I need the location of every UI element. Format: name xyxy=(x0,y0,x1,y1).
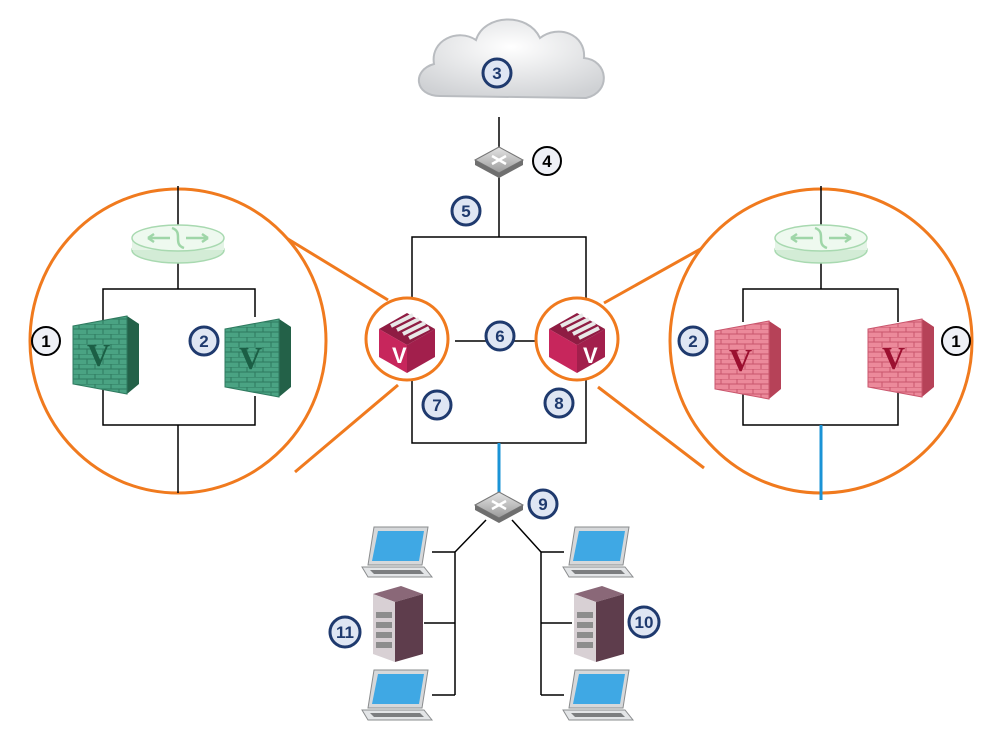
svg-text:V: V xyxy=(729,342,752,378)
router-icon xyxy=(774,224,868,264)
callout-1-right: 1 xyxy=(941,326,971,356)
callout-8: 8 xyxy=(543,387,575,419)
server-tower-icon xyxy=(574,586,624,662)
svg-text:11: 11 xyxy=(336,623,354,642)
callout-9: 9 xyxy=(527,488,559,520)
svg-text:5: 5 xyxy=(461,202,470,221)
cloud-icon xyxy=(417,18,605,100)
callout-1-left: 1 xyxy=(31,326,61,356)
virtual-appliance-icon: V xyxy=(379,313,435,373)
firewall-icon: V xyxy=(72,315,139,395)
lan-wiring xyxy=(424,519,572,696)
firewall-icon: V xyxy=(224,318,291,398)
callout-2-right: 2 xyxy=(677,325,709,357)
callout-5: 5 xyxy=(450,195,482,227)
left-zoom-circle xyxy=(28,186,328,495)
svg-text:2: 2 xyxy=(199,332,208,351)
svg-text:V: V xyxy=(583,343,598,368)
callout-2-left: 2 xyxy=(188,325,220,357)
svg-text:2: 2 xyxy=(688,332,697,351)
workstation-icon xyxy=(562,526,635,578)
svg-text:4: 4 xyxy=(542,152,552,171)
svg-text:V: V xyxy=(87,337,110,373)
svg-text:10: 10 xyxy=(635,613,654,632)
switch-icon xyxy=(473,491,525,523)
svg-text:9: 9 xyxy=(538,495,547,514)
svg-text:V: V xyxy=(239,340,262,376)
workstation-icon xyxy=(562,669,635,721)
callout-7: 7 xyxy=(421,389,453,421)
switch-icon xyxy=(473,146,525,178)
svg-text:7: 7 xyxy=(432,396,441,415)
svg-text:8: 8 xyxy=(554,394,563,413)
router-icon xyxy=(131,224,225,264)
svg-text:1: 1 xyxy=(41,332,50,351)
firewall-icon: V xyxy=(867,318,934,398)
callout-6: 6 xyxy=(484,320,516,352)
svg-text:6: 6 xyxy=(495,327,504,346)
callout-3: 3 xyxy=(481,57,513,89)
firewall-icon: V xyxy=(714,320,781,400)
callout-4: 4 xyxy=(532,146,562,176)
svg-text:V: V xyxy=(392,343,407,368)
virtual-appliance-icon: V xyxy=(549,313,605,373)
server-tower-icon xyxy=(373,586,423,662)
svg-text:1: 1 xyxy=(951,332,960,351)
workstation-icon xyxy=(361,669,434,721)
workstation-icon xyxy=(361,526,434,578)
right-zoom-circle xyxy=(668,186,974,500)
svg-text:3: 3 xyxy=(492,64,501,83)
svg-text:V: V xyxy=(882,340,905,376)
callout-11: 11 xyxy=(328,615,362,649)
callout-10: 10 xyxy=(627,605,661,639)
